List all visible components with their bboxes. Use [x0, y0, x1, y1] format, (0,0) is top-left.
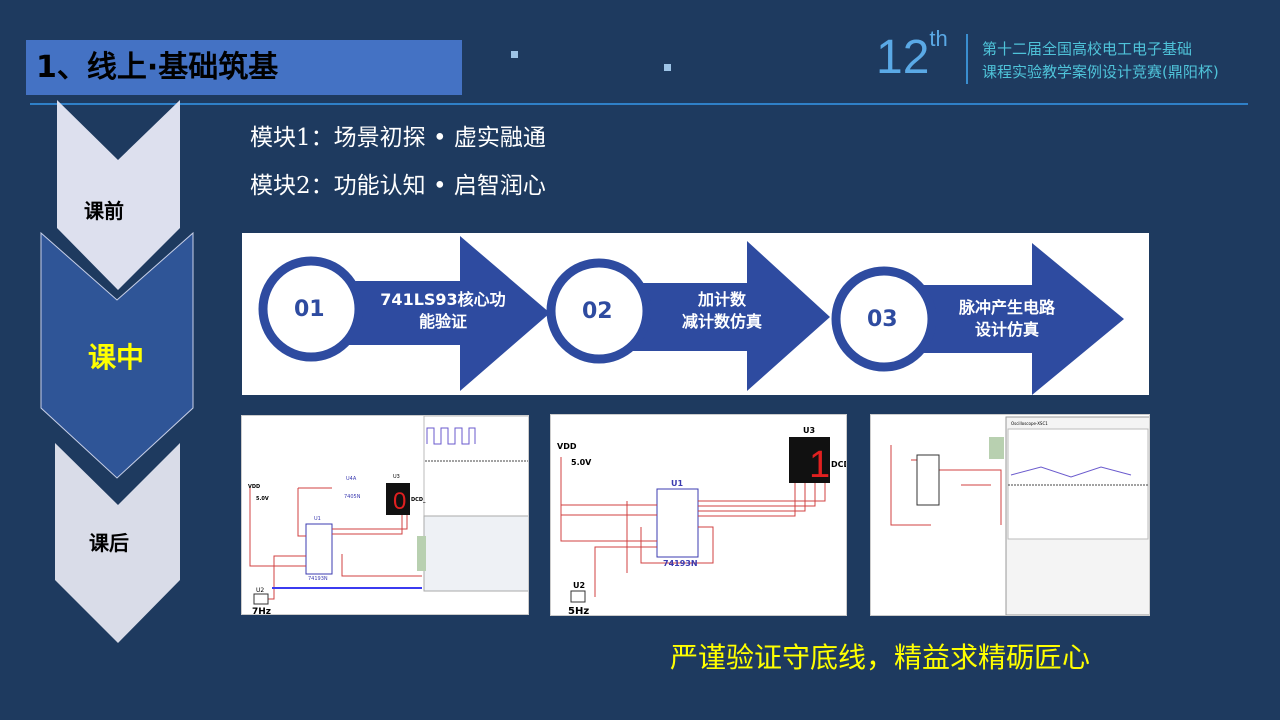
circuit-1-chip-label: 74193N — [308, 576, 328, 582]
stage-label-during: 课中 — [88, 341, 145, 374]
process-label-2: 加计数减计数仿真 — [652, 289, 792, 333]
process-label-2-line2: 减计数仿真 — [681, 312, 762, 331]
circuit-1-u1-label: U1 — [314, 516, 321, 522]
process-num-2: 02 — [582, 299, 613, 324]
process-label-3-line1: 脉冲产生电路 — [958, 298, 1055, 317]
decor-dot — [511, 51, 518, 58]
circuit-3-schematic: Oscilloscope-XSC1 — [890, 416, 1149, 615]
edition-logo: 12th — [876, 26, 948, 85]
circuit-2-display-digit: 1 — [809, 444, 830, 486]
decor-dot — [664, 64, 671, 71]
process-label-2-line1: 加计数 — [697, 290, 746, 309]
module-2: 模块2：功能认知 • 启智润心 — [250, 173, 546, 199]
circuit-1-schematic: 0 VDD 5.0V U1 74193N U3 DCD_ U4A 7405N U… — [248, 416, 528, 615]
process-diagram: 01 02 03 741LS93核心功能验证 加计数减计数仿真 脉冲产生电路设计… — [242, 233, 1149, 395]
stage-chevron-before — [57, 100, 180, 290]
stage-label-after: 课后 — [89, 531, 129, 555]
header-rule — [30, 103, 1248, 105]
circuit-2-chip-label: 74193N — [663, 559, 698, 568]
circuit-screenshot-3: Oscilloscope-XSC1 — [870, 414, 1150, 616]
header-divider — [966, 34, 968, 84]
circuit-2-dcd-label: DCD — [831, 460, 847, 469]
stage-chevrons — [40, 100, 194, 643]
process-label-1-line1: 741LS93核心功 — [380, 290, 506, 309]
circuit-1-u4-label: U4A — [346, 476, 357, 482]
competition-name: 第十二届全国高校电工电子基础课程实验教学案例设计竞赛(鼎阳杯) — [982, 38, 1219, 84]
process-arrow-2 — [627, 241, 830, 391]
process-label-1-line2: 能验证 — [418, 312, 467, 331]
circuit-1-u3-label: U3 — [393, 474, 400, 480]
circuit-1-freq-label: 7Hz — [252, 607, 271, 615]
process-arrows — [258, 236, 1124, 395]
stage-chevron-after — [55, 443, 180, 643]
circuit-screenshot-1: 0 VDD 5.0V U1 74193N U3 DCD_ U4A 7405N U… — [241, 415, 529, 615]
edition-suffix: th — [929, 26, 948, 51]
circuit-2-u2-label: U2 — [573, 581, 585, 590]
circuit-1-voltage-label: 5.0V — [256, 496, 269, 502]
circuit-1-display-digit: 0 — [393, 488, 406, 515]
process-label-3-line2: 设计仿真 — [974, 320, 1039, 339]
circuit-1-u4chip-label: 7405N — [344, 494, 361, 500]
circuit-1-u2-label: U2 — [256, 587, 264, 594]
process-arrow-1 — [342, 236, 550, 391]
stage-label-before: 课前 — [84, 199, 124, 223]
circuit-2-u3-label: U3 — [803, 426, 815, 435]
process-circle-2 — [546, 258, 652, 364]
process-circle-1 — [258, 256, 364, 362]
circuit-3-scope-title: Oscilloscope-XSC1 — [1011, 421, 1048, 426]
process-circle-3 — [831, 266, 937, 372]
circuit-1-dcd-label: DCD_ — [411, 497, 426, 503]
circuit-2-freq-label: 5Hz — [568, 606, 589, 616]
circuit-1-vdd-label: VDD — [248, 484, 260, 490]
competition-line2: 课程实验教学案例设计竞赛(鼎阳杯) — [982, 63, 1219, 81]
circuit-screenshot-2: 1 VDD 5.0V U1 74193N U3 DCD U2 5Hz — [550, 414, 847, 616]
edition-number: 12 — [876, 31, 930, 84]
circuit-2-schematic: 1 VDD 5.0V U1 74193N U3 DCD U2 5Hz — [557, 426, 847, 616]
process-num-1: 01 — [294, 297, 325, 322]
process-num-3: 03 — [867, 307, 898, 332]
process-label-1: 741LS93核心功能验证 — [368, 289, 518, 333]
circuit-2-vdd-label: VDD — [557, 442, 577, 451]
motto: 严谨验证守底线，精益求精砺匠心 — [670, 641, 1091, 674]
stage-chevron-during — [40, 231, 194, 479]
circuit-2-u1-label: U1 — [671, 479, 683, 488]
process-arrow-3 — [914, 243, 1124, 395]
module-1: 模块1：场景初探 • 虚实融通 — [250, 125, 546, 151]
slide-title: 1、线上·基础筑基 — [26, 40, 462, 95]
competition-line1: 第十二届全国高校电工电子基础 — [982, 40, 1193, 58]
circuit-2-voltage-label: 5.0V — [571, 458, 592, 467]
process-label-3: 脉冲产生电路设计仿真 — [937, 297, 1077, 341]
